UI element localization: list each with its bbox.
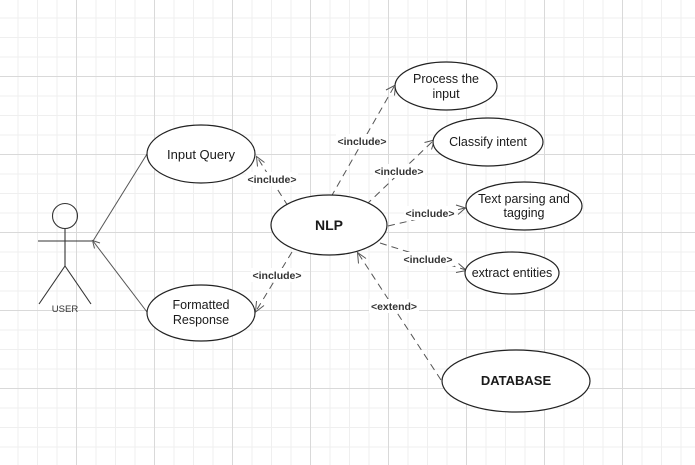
label-text: <include> [247,174,296,186]
use-case-database: DATABASE [441,349,591,413]
label-background [404,206,456,220]
association-user-formatted-response [92,240,148,313]
association-arrowhead [91,239,101,249]
label-include-process-input: <include> [336,134,388,148]
use-case-formatted-response: Formatted Response [146,284,256,342]
label-text: <include> [337,136,386,148]
relation-extend-database [356,251,442,381]
label-extend-database: <extend> [369,299,419,313]
label-include-text-parsing: <include> [404,206,456,220]
use-case-shape [146,284,256,342]
use-case-label-line-1: Formatted [173,298,230,312]
use-case-classify-intent: Classify intent [432,117,544,167]
use-case-shape [464,251,560,295]
actor-label: USER [52,304,79,315]
relation-arrowhead [254,300,265,314]
actor-right-leg [64,265,92,305]
label-include-formatted-response: <include> [251,268,303,282]
use-case-label-line-1: Process the [413,72,479,86]
use-case-label-line-2: Response [173,313,229,327]
label-text: <include> [374,166,423,178]
relation-arrowhead [385,84,397,96]
use-case-label-line-1: Text parsing and [478,192,570,206]
label-include-classify-intent: <include> [373,164,425,178]
relation-line [357,252,442,381]
use-case-label-line-2: tagging [503,206,544,220]
label-background [336,134,388,148]
use-case-input-query: Input Query [146,124,256,184]
actor-head [51,202,79,230]
label-text: <include> [403,254,452,266]
use-case-label: NLP [315,217,343,233]
use-case-label-line-2: input [432,87,460,101]
label-background [369,299,419,313]
label-background [373,164,425,178]
label-background [402,252,454,266]
use-case-label: extract entities [472,266,553,280]
label-text: <include> [252,270,301,282]
use-case-shape [270,194,388,256]
label-text: <include> [405,208,454,220]
relation-arrowhead [255,155,265,167]
use-case-label: DATABASE [481,373,552,388]
use-case-shape [146,124,256,184]
user-actor: USER [38,202,92,315]
use-case-label: Input Query [167,147,235,162]
label-text: <extend> [371,301,417,313]
use-case-text-parsing: Text parsing and tagging [465,181,583,231]
label-background [246,172,298,186]
use-case-extract-entities: extract entities [464,251,560,295]
relation-line [365,139,435,206]
actor-left-leg [38,265,66,305]
use-case-shape [432,117,544,167]
label-include-input-query: <include> [246,172,298,186]
use-case-nlp: NLP [270,194,388,256]
use-case-shape [441,349,591,413]
relation-arrowhead [356,251,367,264]
relation-arrowhead [455,204,467,215]
use-case-shape [465,181,583,231]
association-user-input-query [92,153,148,242]
use-case-shape [394,61,498,111]
use-case-label: Classify intent [449,135,527,149]
label-background [251,268,303,282]
label-include-extract-entities: <include> [402,252,454,266]
use-case-process-input: Process the input [394,61,498,111]
